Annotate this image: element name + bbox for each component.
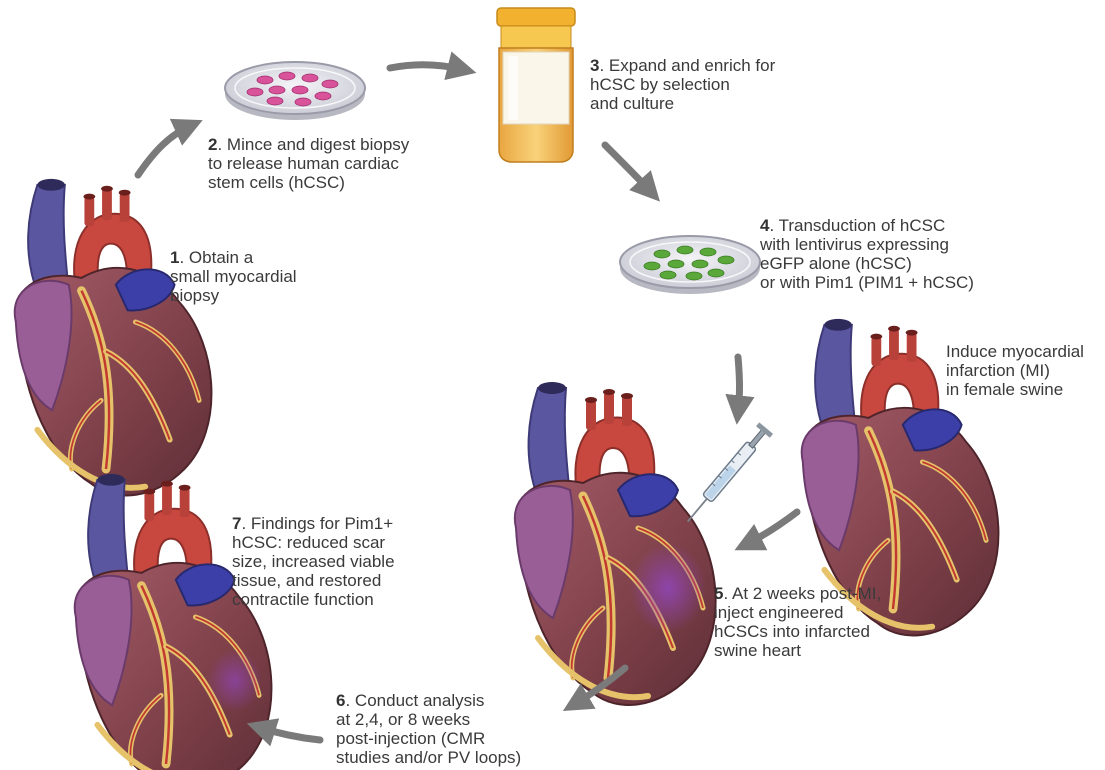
- step-label-text: Obtain a: [189, 248, 253, 267]
- step-label-line: 5. At 2 weeks post-MI,: [714, 584, 881, 603]
- heart-injected-illustration: [515, 382, 716, 705]
- step-label-line: 4. Transduction of hCSC: [760, 216, 974, 235]
- step-label-line: hCSC by selection: [590, 75, 775, 94]
- step-label-text: Transduction of hCSC: [779, 216, 946, 235]
- step-label-line: biopsy: [170, 286, 297, 305]
- arrow-4-to-5: [738, 357, 740, 413]
- step-label-line: size, increased viable: [232, 552, 395, 571]
- arrow-6-to-7: [258, 727, 320, 740]
- step-label-line: in female swine: [946, 380, 1084, 399]
- step-label-line: with lentivirus expressing: [760, 235, 974, 254]
- step-label-line: 1. Obtain a: [170, 248, 297, 267]
- step-label-line: hCSC: reduced scar: [232, 533, 395, 552]
- step-label-line: stem cells (hCSC): [208, 173, 409, 192]
- step-label-line: small myocardial: [170, 267, 297, 286]
- arrow-1-to-2: [138, 125, 192, 175]
- step-label-line: 2. Mince and digest biopsy: [208, 135, 409, 154]
- petri-dish-pink-cells: [225, 62, 365, 120]
- heart-biopsy-illustration: [15, 179, 212, 496]
- step-number: 1: [170, 248, 179, 267]
- step-label-line: contractile function: [232, 590, 395, 609]
- step-number: 7: [232, 514, 241, 533]
- culture-bottle: [497, 8, 575, 162]
- step-label-line: inject engineered: [714, 603, 881, 622]
- step-label-line: tissue, and restored: [232, 571, 395, 590]
- step-label-text: Expand and enrich for: [609, 56, 775, 75]
- step-label-text: At 2 weeks post-MI,: [732, 584, 881, 603]
- step-label-line: and culture: [590, 94, 775, 113]
- arrow-2-to-3: [390, 65, 465, 70]
- step-label-line: swine heart: [714, 641, 881, 660]
- step-label-line: hCSCs into infarcted: [714, 622, 881, 641]
- petri-dish-green-cells: [620, 236, 760, 294]
- step-number: 4: [760, 216, 769, 235]
- step-label-line: 7. Findings for Pim1+: [232, 514, 395, 533]
- step-label-line: infarction (MI): [946, 361, 1084, 380]
- step-label-line: studies and/or PV loops): [336, 748, 521, 767]
- step-number: 5: [714, 584, 723, 603]
- arrow-3-to-4: [605, 145, 652, 193]
- step-label-line: eGFP alone (hCSC): [760, 254, 974, 273]
- step-label-text: Findings for Pim1+: [251, 514, 393, 533]
- step-label-line: 6. Conduct analysis: [336, 691, 521, 710]
- step-label-line: or with Pim1 (PIM1 + hCSC): [760, 273, 974, 292]
- step-label-line: post-injection (CMR: [336, 729, 521, 748]
- step-number: 3: [590, 56, 599, 75]
- step-label-text: Conduct analysis: [355, 691, 484, 710]
- step-number: 6: [336, 691, 345, 710]
- step-label-line: at 2,4, or 8 weeks: [336, 710, 521, 729]
- step-number: 2: [208, 135, 217, 154]
- step-label-line: 3. Expand and enrich for: [590, 56, 775, 75]
- step-label-text: Mince and digest biopsy: [227, 135, 409, 154]
- syringe-icon: [681, 422, 773, 527]
- step-label-line: Induce myocardial: [946, 342, 1084, 361]
- step-label-line: to release human cardiac: [208, 154, 409, 173]
- arrow-mi-to-5: [745, 512, 797, 545]
